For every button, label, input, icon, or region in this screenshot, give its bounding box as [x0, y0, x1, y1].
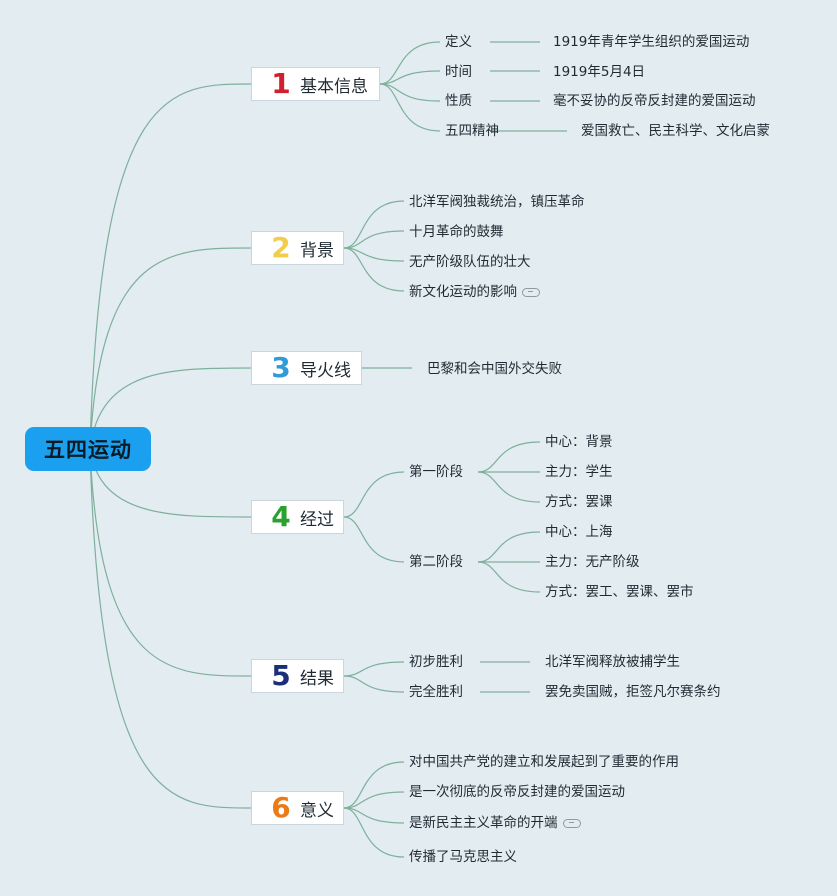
topic-initial-victory-value[interactable]: 北洋军阀释放被捕学生 [545, 654, 680, 670]
root-node[interactable]: 五四运动 [25, 427, 151, 471]
topic-stage-1-center[interactable]: 中心：背景 [545, 434, 613, 450]
stage-connector-line [477, 531, 541, 563]
branch-label: 导火线 [300, 360, 351, 381]
branch-label: 基本信息 [300, 76, 368, 97]
branch-connector-line [343, 471, 405, 518]
root-connector-line [89, 448, 252, 809]
stage-connector-line [477, 441, 541, 473]
branch-connector-line [343, 247, 405, 292]
root-connector-line [89, 247, 252, 450]
root-connector-line [89, 448, 252, 677]
topic-definition[interactable]: 定义 [445, 34, 472, 50]
branch-connector-line [343, 247, 405, 262]
topic-stage-2-center[interactable]: 中心：上海 [545, 524, 613, 540]
branch-connector-line [343, 200, 405, 249]
branch-connector-line [343, 230, 405, 249]
topic-spirit-value[interactable]: 爱国救亡、民主科学、文化启蒙 [581, 123, 770, 139]
branch-connector-line [343, 807, 405, 824]
number-2-icon: 2 [271, 231, 291, 264]
stage-connector-line [477, 471, 541, 503]
topic-time[interactable]: 时间 [445, 64, 472, 80]
topic-label: 是新民主主义革命的开端 [409, 815, 558, 831]
topic-complete-victory-value[interactable]: 罢免卖国贼，拒签凡尔赛条约 [545, 684, 721, 700]
topic-stage-2-method[interactable]: 方式：罢工、罢课、罢市 [545, 584, 694, 600]
branch-label: 背景 [300, 240, 334, 261]
topic-stage-1[interactable]: 第一阶段 [409, 464, 463, 480]
root-connector-line [89, 83, 252, 450]
topic-background-1[interactable]: 北洋军阀独裁统治，镇压革命 [409, 194, 585, 210]
link-icon[interactable] [522, 287, 540, 297]
number-6-icon: 6 [271, 791, 291, 824]
topic-nature[interactable]: 性质 [445, 93, 472, 109]
branch-connector-line [343, 807, 405, 858]
branch-connector-line [343, 516, 405, 563]
number-3-icon: 3 [271, 351, 291, 384]
number-1-icon: 1 [271, 67, 291, 100]
topic-stage-2[interactable]: 第二阶段 [409, 554, 463, 570]
topic-initial-victory[interactable]: 初步胜利 [409, 654, 463, 670]
branch-label: 意义 [300, 800, 334, 821]
topic-time-value[interactable]: 1919年5月4日 [553, 64, 646, 80]
topic-background-4[interactable]: 新文化运动的影响 [409, 283, 540, 301]
branch-label: 经过 [300, 509, 334, 530]
branch-results[interactable]: 5 结果 [251, 659, 344, 693]
branch-connector-line [343, 661, 405, 677]
branch-label: 结果 [300, 668, 334, 689]
number-5-icon: 5 [271, 659, 291, 692]
topic-significance-3[interactable]: 是新民主主义革命的开端 [409, 814, 581, 832]
topic-significance-4[interactable]: 传播了马克思主义 [409, 849, 517, 865]
branch-significance[interactable]: 6 意义 [251, 791, 344, 825]
topic-significance-1[interactable]: 对中国共产党的建立和发展起到了重要的作用 [409, 754, 679, 770]
topic-complete-victory[interactable]: 完全胜利 [409, 684, 463, 700]
branch-trigger[interactable]: 3 导火线 [251, 351, 362, 385]
branch-connector-line [343, 675, 405, 693]
branch-connector-line [379, 83, 441, 132]
number-4-icon: 4 [271, 500, 291, 533]
topic-background-3[interactable]: 无产阶级队伍的壮大 [409, 254, 531, 270]
branch-background[interactable]: 2 背景 [251, 231, 344, 265]
branch-connector-line [379, 83, 441, 102]
branch-connector-line [343, 761, 405, 809]
branch-connector-line [379, 41, 441, 85]
link-icon[interactable] [562, 818, 581, 828]
topic-definition-value[interactable]: 1919年青年学生组织的爱国运动 [553, 34, 750, 50]
branch-connector-line [343, 791, 405, 809]
topic-stage-2-force[interactable]: 主力：无产阶级 [545, 554, 640, 570]
topic-nature-value[interactable]: 毫不妥协的反帝反封建的爱国运动 [553, 93, 756, 109]
branch-connector-line [379, 70, 441, 85]
topic-background-2[interactable]: 十月革命的鼓舞 [409, 224, 504, 240]
branch-process[interactable]: 4 经过 [251, 500, 344, 534]
branch-basic-info[interactable]: 1 基本信息 [251, 67, 380, 101]
topic-spirit[interactable]: 五四精神 [445, 123, 499, 139]
stage-connector-line [477, 561, 541, 593]
topic-significance-2[interactable]: 是一次彻底的反帝反封建的爱国运动 [409, 784, 625, 800]
topic-stage-1-method[interactable]: 方式：罢课 [545, 494, 613, 510]
topic-trigger[interactable]: 巴黎和会中国外交失败 [427, 361, 562, 377]
topic-stage-1-force[interactable]: 主力：学生 [545, 464, 613, 480]
topic-label: 新文化运动的影响 [409, 284, 517, 300]
